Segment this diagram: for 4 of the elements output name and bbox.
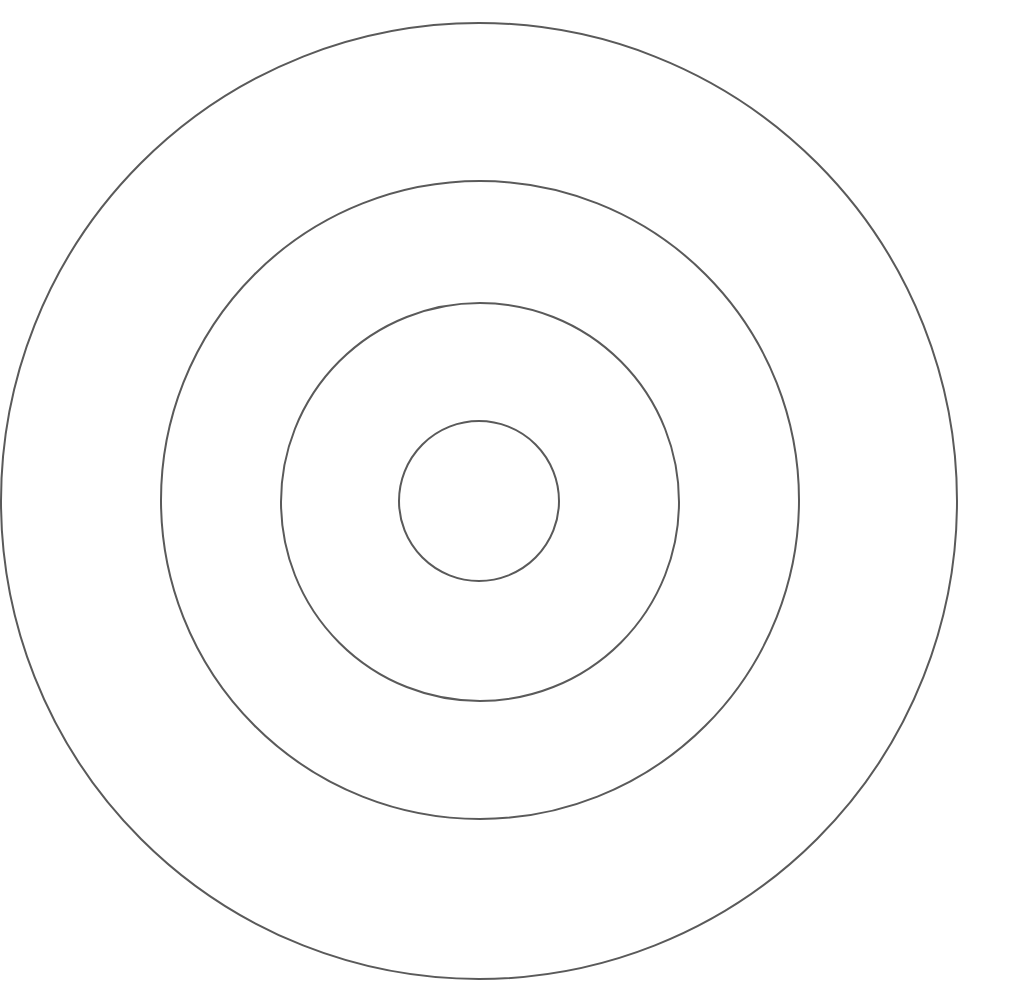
second-circle <box>160 180 800 820</box>
outer-circle <box>0 22 958 980</box>
inner-circle <box>398 420 560 582</box>
third-circle <box>280 302 680 702</box>
